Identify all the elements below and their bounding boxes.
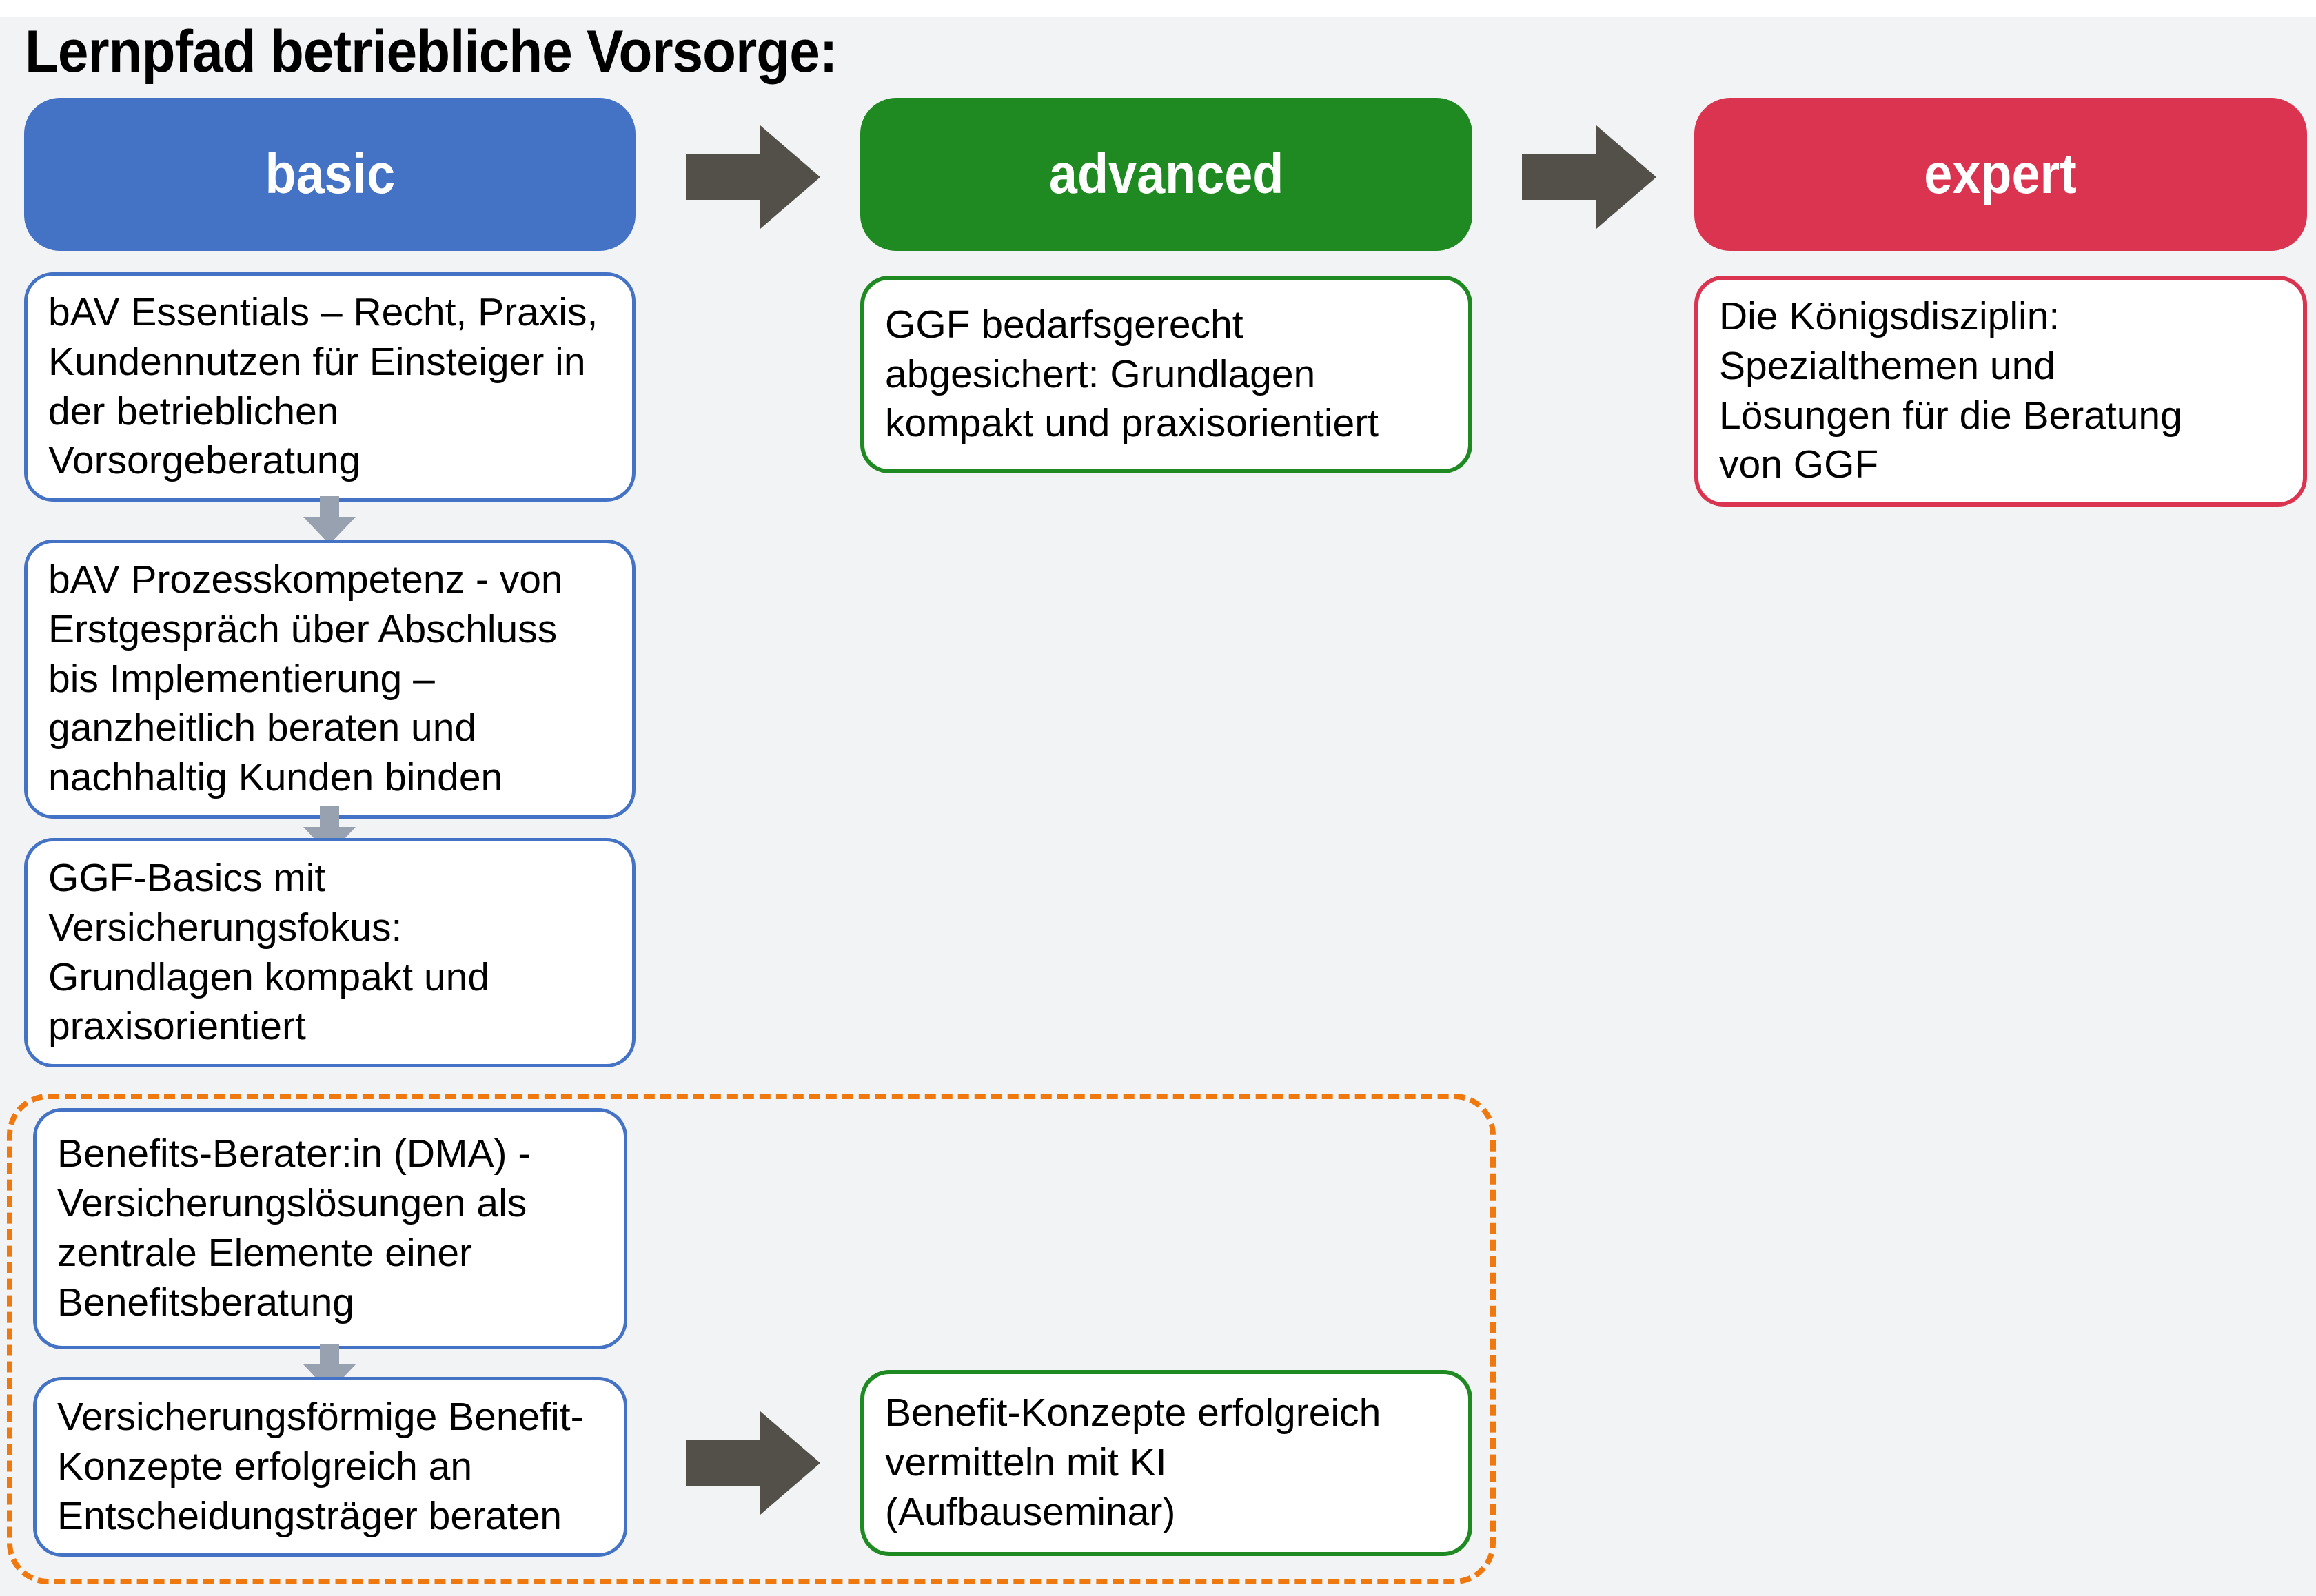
level-pill-advanced-label: advanced <box>1048 143 1284 205</box>
course-title: Benefit-Konzepte erfolgreich vermitteln … <box>885 1391 1381 1534</box>
course-title: bAV Prozesskompetenz - von Erstgespräch … <box>48 557 563 800</box>
course-card-versicherungsfoermige-benefit-konzepte: Versicherungsförmige Benefit-Konzepte er… <box>33 1377 627 1557</box>
course-title: GGF bedarfsgerecht abgesichert: Grundlag… <box>885 302 1379 446</box>
arrow-down-icon <box>303 806 356 855</box>
course-card-ggf-bedarfsgerecht: GGF bedarfsgerecht abgesichert: Grundlag… <box>860 276 1472 473</box>
benefits-group-outline <box>7 1094 1496 1584</box>
page-title: Lernpfad betriebliche Vorsorge: <box>25 19 837 85</box>
arrow-down-icon <box>303 1344 356 1392</box>
course-card-benefit-konzepte-ki: Benefit-Konzepte erfolgreich vermitteln … <box>860 1370 1472 1556</box>
level-pill-advanced: advanced <box>860 98 1472 251</box>
course-title: GGF-Basics mit Versicherungsfokus: Grund… <box>48 856 490 1049</box>
level-pill-basic-label: basic <box>265 143 395 205</box>
course-title: Benefits-Berater:in (DMA) - Versicherung… <box>57 1132 531 1324</box>
course-card-benefits-berater: Benefits-Berater:in (DMA) - Versicherung… <box>33 1108 627 1349</box>
course-card-koenigsdisziplin: Die Königsdisziplin: Spezialthemen und L… <box>1694 276 2307 507</box>
arrow-right-icon <box>686 1411 820 1515</box>
level-pill-basic: basic <box>24 98 636 251</box>
arrow-right-icon <box>686 125 820 229</box>
page-top-strip <box>0 0 2316 17</box>
course-title: Versicherungsförmige Benefit-Konzepte er… <box>57 1395 584 1538</box>
course-title: Die Königsdisziplin: Spezialthemen und L… <box>1719 294 2182 487</box>
arrow-down-icon <box>303 496 356 544</box>
level-pill-expert-label: expert <box>1924 143 2078 205</box>
course-title: bAV Essentials – Recht, Praxis, Kundennu… <box>48 290 598 483</box>
arrow-right-icon <box>1522 125 1656 229</box>
course-card-bav-essentials: bAV Essentials – Recht, Praxis, Kundennu… <box>24 272 636 502</box>
course-card-bav-prozesskompetenz: bAV Prozesskompetenz - von Erstgespräch … <box>24 540 636 819</box>
course-card-ggf-basics: GGF-Basics mit Versicherungsfokus: Grund… <box>24 838 636 1068</box>
level-pill-expert: expert <box>1694 98 2307 251</box>
